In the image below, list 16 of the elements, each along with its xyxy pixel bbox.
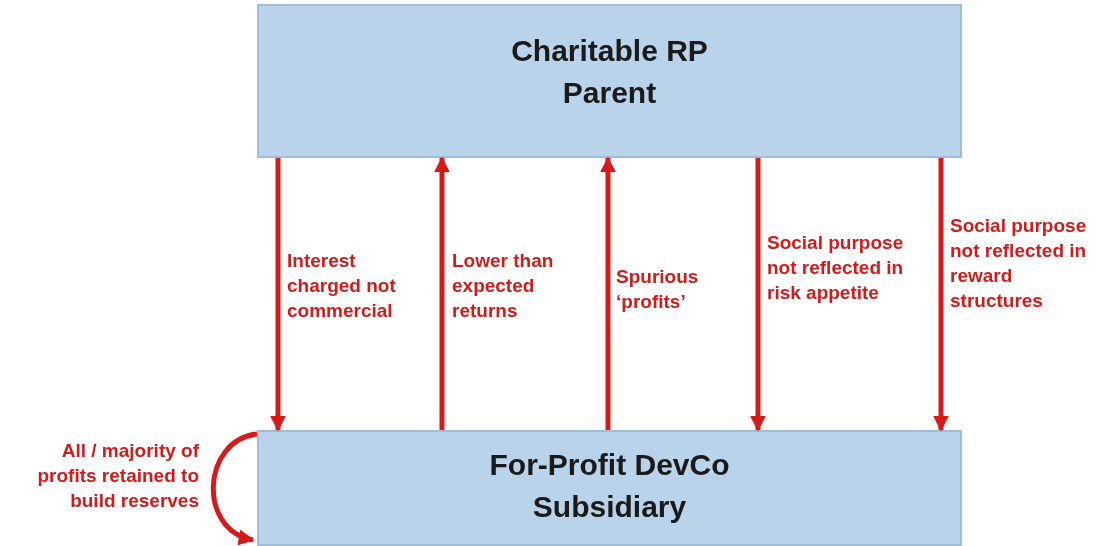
arrow bbox=[270, 158, 286, 432]
edge-label: Social purpose not reflected in risk appetite bbox=[767, 231, 905, 305]
edge-label: Lower than expected returns bbox=[452, 249, 555, 323]
edge-label: Interest charged not commercial bbox=[287, 249, 397, 323]
edge-label: All / majority of profits retained to build reserves bbox=[36, 439, 199, 513]
arrow bbox=[933, 158, 949, 432]
edge-label: Spurious ‘profits’ bbox=[616, 265, 700, 314]
arrow bbox=[750, 158, 766, 432]
arrow bbox=[434, 156, 450, 430]
arrow bbox=[210, 431, 258, 544]
arrow bbox=[600, 156, 616, 430]
entity-box bbox=[257, 430, 962, 546]
box-title: Charitable RP Parent bbox=[510, 33, 709, 111]
box-title: For-Profit DevCo Subsidiary bbox=[488, 447, 731, 525]
entity-box bbox=[257, 4, 962, 158]
edge-label: Social purpose not reflected in reward structures bbox=[950, 214, 1088, 313]
